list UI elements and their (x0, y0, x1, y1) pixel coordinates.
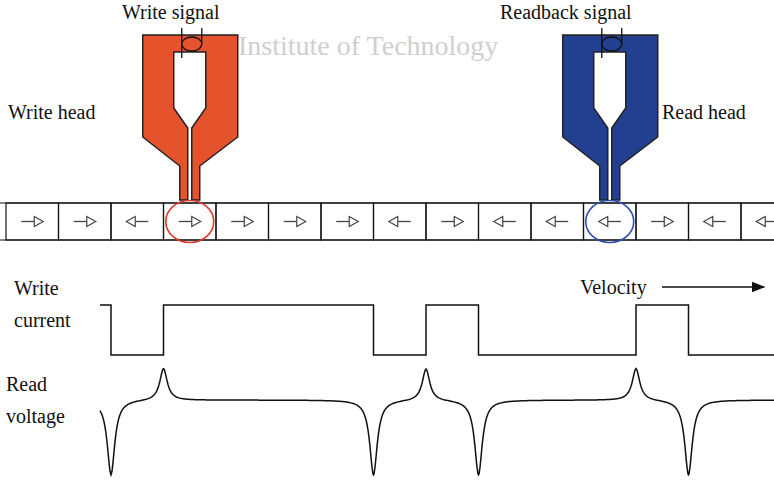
head-position-ring (166, 201, 214, 243)
magnetic-cell (216, 203, 269, 240)
magnetic-cell (479, 203, 532, 240)
magnetization-arrow (389, 217, 398, 227)
magnetization-arrow (503, 221, 516, 222)
magnetization-arrow (297, 217, 306, 227)
magnetization-arrow (74, 221, 87, 222)
magnetic-cell (741, 203, 774, 240)
coil-loop (182, 37, 202, 51)
magnetic-cell (426, 203, 479, 240)
read-voltage-wave (100, 369, 774, 475)
magnetization-arrow (192, 217, 201, 227)
magnetization-arrow (704, 217, 713, 227)
magnetization-arrow (765, 221, 774, 222)
magnetization-arrow (231, 221, 244, 222)
magnetization-arrow (21, 221, 34, 222)
magnetization-arrow (87, 217, 96, 227)
magnetic-cell (59, 203, 112, 240)
magnetization-arrow (244, 217, 253, 227)
magnetization-arrow (179, 221, 192, 222)
magnetization-arrow (349, 217, 358, 227)
coil-loop (602, 37, 622, 51)
magnetic-cell (321, 203, 374, 240)
signal-name: Read voltage (6, 368, 82, 432)
magnetization-arrow (494, 217, 503, 227)
read-head (563, 35, 658, 200)
magnetization-arrow (713, 221, 726, 222)
magnetic-cell (636, 203, 689, 240)
part-name: Write head (8, 100, 95, 124)
magnetic-cell (269, 203, 322, 240)
write-current-wave (100, 305, 774, 355)
magnetic-cell (6, 203, 59, 240)
magnetization-arrow (599, 217, 608, 227)
magnetization-arrow (555, 221, 568, 222)
magnetization-arrow (546, 217, 555, 227)
head-position-ring (586, 201, 634, 243)
magnetic-cell (111, 203, 164, 240)
magnetization-arrow (664, 217, 673, 227)
magnetization-arrow (454, 217, 463, 227)
magnetization-arrow (284, 221, 297, 222)
magnetization-arrow (126, 217, 135, 227)
magnetic-cell (689, 203, 742, 240)
magnetic-cell (531, 203, 584, 240)
magnetization-arrow (608, 221, 621, 222)
signal-name: Readback signal (500, 0, 632, 24)
signal-name: Write current (14, 272, 86, 336)
velocity-arrow (662, 286, 764, 288)
magnetization-arrow (441, 221, 454, 222)
magnetization-arrow (34, 217, 43, 227)
magnetization-arrow (651, 221, 664, 222)
direction-label: Velocity (580, 275, 647, 299)
magnetization-arrow (336, 221, 349, 222)
magnetization-arrow (398, 221, 411, 222)
write-head (143, 35, 238, 200)
watermark: Institute of Technology (238, 30, 498, 62)
magnetic-cell (374, 203, 427, 240)
part-name: Read head (662, 100, 746, 124)
magnetization-arrow (135, 221, 148, 222)
signal-name: Write signal (122, 0, 220, 24)
magnetization-arrow (756, 217, 765, 227)
